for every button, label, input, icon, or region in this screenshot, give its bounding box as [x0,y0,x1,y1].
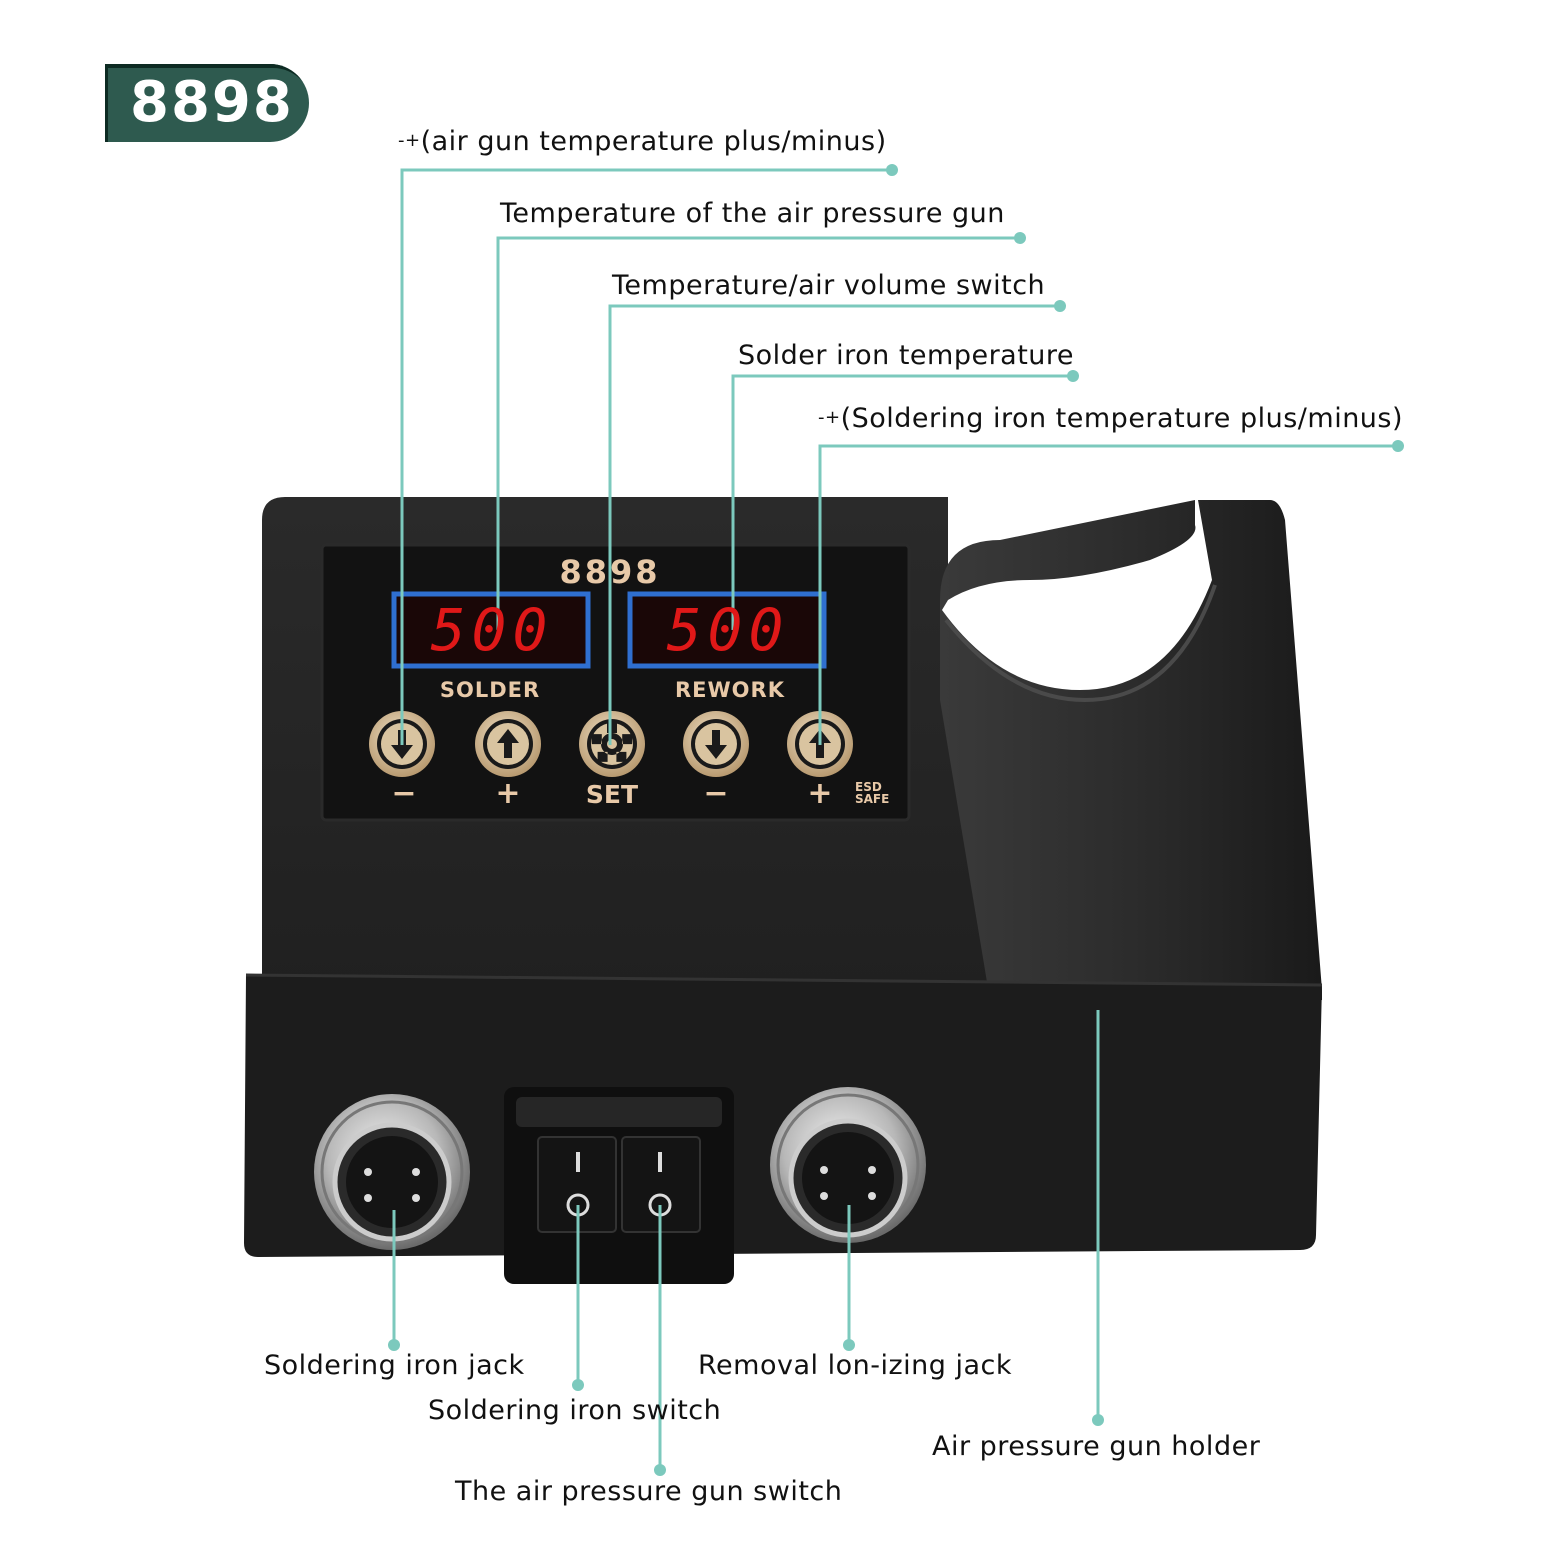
model-badge: 8898 [105,64,309,142]
callout-removal-ionizing-jack: Removal lon-izing jack [698,1350,1012,1381]
esd-safe-mark: ESD SAFE [855,780,890,806]
callout-soldering-iron-switch: Soldering iron switch [428,1395,722,1426]
solder-temperature-display: 500 [430,596,554,664]
button-label-rework-plus: + [807,776,833,811]
button-label-solder-plus: + [495,776,521,811]
callout-air-gun-switch: The air pressure gun switch [455,1476,843,1507]
rework-minus-button[interactable] [683,711,749,777]
callout-temp-air-switch: Temperature/air volume switch [612,270,1046,301]
leader-iron-plus-minus [818,444,1398,745]
panel-model-label: 8898 [559,553,661,591]
callout-gun-holder: Air pressure gun holder [932,1431,1261,1462]
leader-air-gun-temp [496,236,1020,630]
button-label-rework-minus: − [703,776,729,811]
rework-temperature-display: 500 [666,596,790,664]
leader-temp-air-switch [608,304,1060,745]
solder-label: SOLDER [439,678,541,702]
leader-air-gun-plus-minus [400,168,892,745]
gun-holder-cradle [942,500,1212,690]
plus-minus-symbol: -+ [398,130,421,151]
solder-plus-button[interactable] [475,711,541,777]
button-label-set: SET [585,780,639,809]
arrow-down-icon [705,730,727,759]
callout-air-gun-plus-minus: -+(air gun temperature plus/minus) [398,126,887,157]
model-badge-text: 8898 [130,70,294,135]
rework-label: REWORK [675,678,785,702]
callout-iron-plus-minus: -+(Soldering iron temperature plus/minus… [818,403,1404,434]
button-label-solder-minus: − [391,776,417,811]
set-button[interactable] [579,711,645,777]
rework-display-frame [627,591,827,669]
leader-solder-iron-temp [731,374,1073,630]
arrow-up-icon [497,729,519,758]
soldering-iron-jack [314,1094,470,1250]
solder-display-frame [391,591,591,669]
callout-solder-iron-temperature: Solder iron temperature [738,340,1075,371]
callout-air-gun-temperature: Temperature of the air pressure gun [500,198,1005,229]
plus-minus-symbol: -+ [818,407,841,428]
callout-soldering-iron-jack: Soldering iron jack [264,1350,525,1381]
